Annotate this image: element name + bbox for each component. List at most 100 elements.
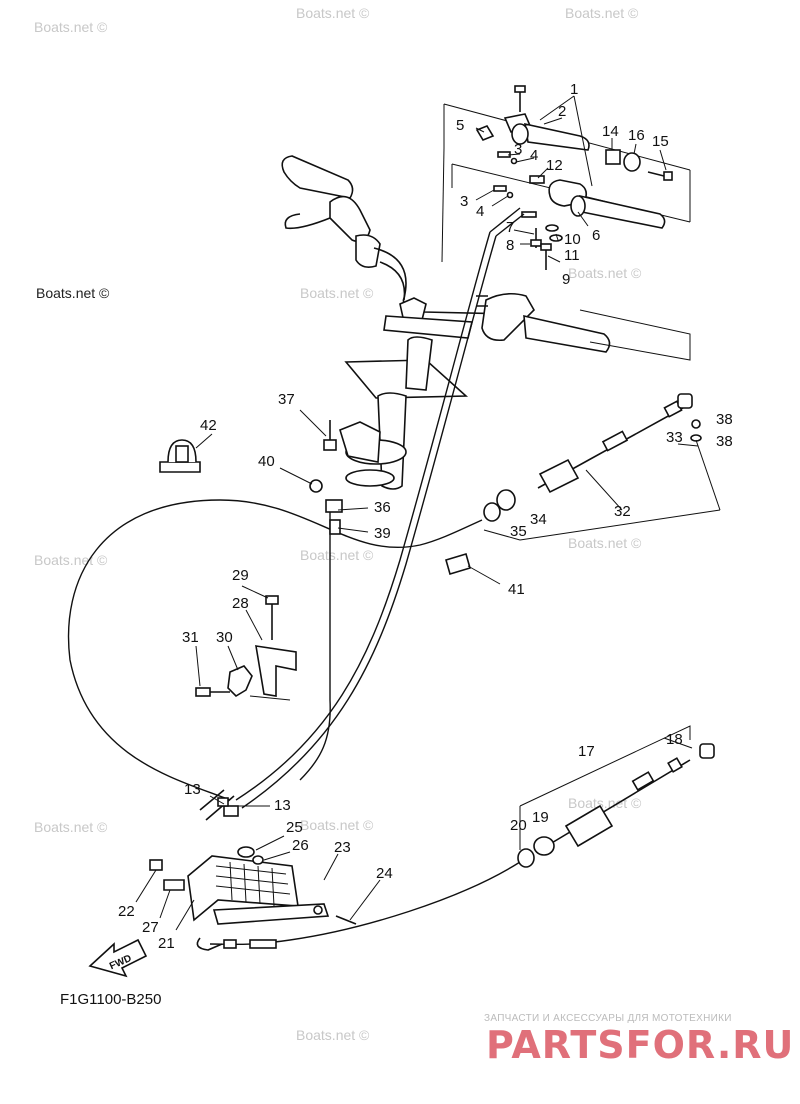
label-3: 3: [514, 141, 522, 158]
diagram-code: F1G1100-B250: [60, 991, 161, 1008]
label-3: 3: [460, 193, 468, 210]
grip-collar-lower: [570, 195, 586, 217]
cable-32: [483, 393, 721, 541]
brand-tagline: ЗАПЧАСТИ И АКСЕССУАРЫ ДЛЯ МОТОТЕХНИКИ: [484, 1013, 732, 1024]
watermark: Boats.net ©: [568, 265, 642, 281]
label-20: 20: [510, 817, 527, 834]
watermark: Boats.net ©: [296, 1027, 370, 1043]
label-24: 24: [376, 865, 393, 882]
label-32: 32: [614, 503, 631, 520]
brand-name: PARTSFOR.RU: [486, 1023, 794, 1067]
steering-column: [405, 336, 433, 391]
label-16: 16: [628, 127, 645, 144]
cable-17: [517, 725, 715, 868]
label-2: 2: [558, 103, 566, 120]
label-21: 21: [158, 935, 175, 952]
watermark: Boats.net ©: [300, 817, 374, 833]
part-41-pad: [445, 553, 471, 575]
switch-housing: [355, 234, 381, 268]
label-28: 28: [232, 595, 249, 612]
label-15: 15: [652, 133, 669, 150]
handlebar-assembly: [281, 155, 611, 490]
label-38: 38: [716, 433, 733, 450]
grip-tube: [524, 122, 590, 151]
label-27: 27: [142, 919, 159, 936]
watermark-dark: Boats.net ©: [36, 285, 110, 301]
plate-23: [212, 903, 330, 925]
watermark: Boats.net ©: [568, 795, 642, 811]
watermark: Boats.net ©: [568, 535, 642, 551]
right-grip-housing: [481, 292, 535, 342]
label-22: 22: [118, 903, 135, 920]
cables: [67, 207, 525, 946]
handlebar-holder: [383, 315, 474, 339]
label-14: 14: [602, 123, 619, 140]
clip-30: [227, 665, 253, 698]
label-10: 10: [564, 231, 581, 248]
label-26: 26: [292, 837, 309, 854]
throttle-grip: [579, 194, 666, 229]
brand-watermark: ЗАПЧАСТИ И АКСЕССУАРЫ ДЛЯ МОТОТЕХНИКИ PA…: [484, 1013, 794, 1067]
label-42: 42: [200, 417, 217, 434]
bracket-grid: [215, 861, 291, 907]
cable-end-17: [564, 804, 614, 848]
left-lever-housing: [329, 195, 371, 243]
shift-cable: [299, 500, 331, 781]
label-1: 1: [570, 81, 578, 98]
label-23: 23: [334, 839, 351, 856]
label-41: 41: [508, 581, 525, 598]
bracket-28-31: [195, 595, 297, 701]
label-5: 5: [456, 117, 464, 134]
label-25: 25: [286, 819, 303, 836]
label-4: 4: [530, 147, 538, 164]
label-13: 13: [274, 797, 291, 814]
bracket-28: [255, 645, 297, 697]
watermark: Boats.net ©: [300, 547, 374, 563]
small-springs: [493, 151, 563, 270]
leader-lines: [135, 95, 693, 931]
label-35: 35: [510, 523, 527, 540]
label-34: 34: [530, 511, 547, 528]
clip-part: [475, 125, 495, 141]
label-39: 39: [374, 525, 391, 542]
watermark: Boats.net ©: [300, 285, 374, 301]
bolt-15: [663, 171, 673, 181]
watermark: Boats.net ©: [34, 19, 108, 35]
label-33: 33: [666, 429, 683, 446]
label-4: 4: [476, 203, 484, 220]
label-8: 8: [506, 237, 514, 254]
steering-arm: [339, 421, 381, 463]
grommet-16: [623, 152, 641, 172]
lower-control-bracket: [149, 789, 357, 951]
fittings-36-40: [309, 420, 369, 535]
watermark: Boats.net ©: [34, 552, 108, 568]
label-19: 19: [532, 809, 549, 826]
watermark: Boats.net ©: [565, 5, 639, 21]
label-37: 37: [278, 391, 295, 408]
right-grip: [523, 314, 611, 353]
throttle-cable-a: [235, 231, 491, 801]
cable-end-32: [538, 458, 580, 494]
label-18: 18: [666, 731, 683, 748]
throttle-cable-lower: [209, 861, 521, 946]
label-12: 12: [546, 157, 563, 174]
watermark: Boats.net ©: [34, 819, 108, 835]
label-29: 29: [232, 567, 249, 584]
label-9: 9: [562, 271, 570, 288]
label-31: 31: [182, 629, 199, 646]
grip-collar: [511, 123, 529, 145]
label-13: 13: [184, 781, 201, 798]
right-grip-box: [579, 309, 691, 361]
steering-ring-lower: [345, 469, 395, 487]
label-40: 40: [258, 453, 275, 470]
left-grip: [281, 155, 354, 199]
throttle-grip-assembly: [475, 85, 673, 270]
part-labels: 1 2 3 3 4 4 5 6 7 8 9 10 11 12 13 13 14 …: [118, 81, 733, 952]
label-11: 11: [564, 247, 580, 264]
label-30: 30: [216, 629, 233, 646]
choke-cable: [67, 499, 483, 801]
spacer-14: [605, 149, 621, 165]
part-42-clamp: [159, 439, 201, 473]
label-17: 17: [578, 743, 595, 760]
